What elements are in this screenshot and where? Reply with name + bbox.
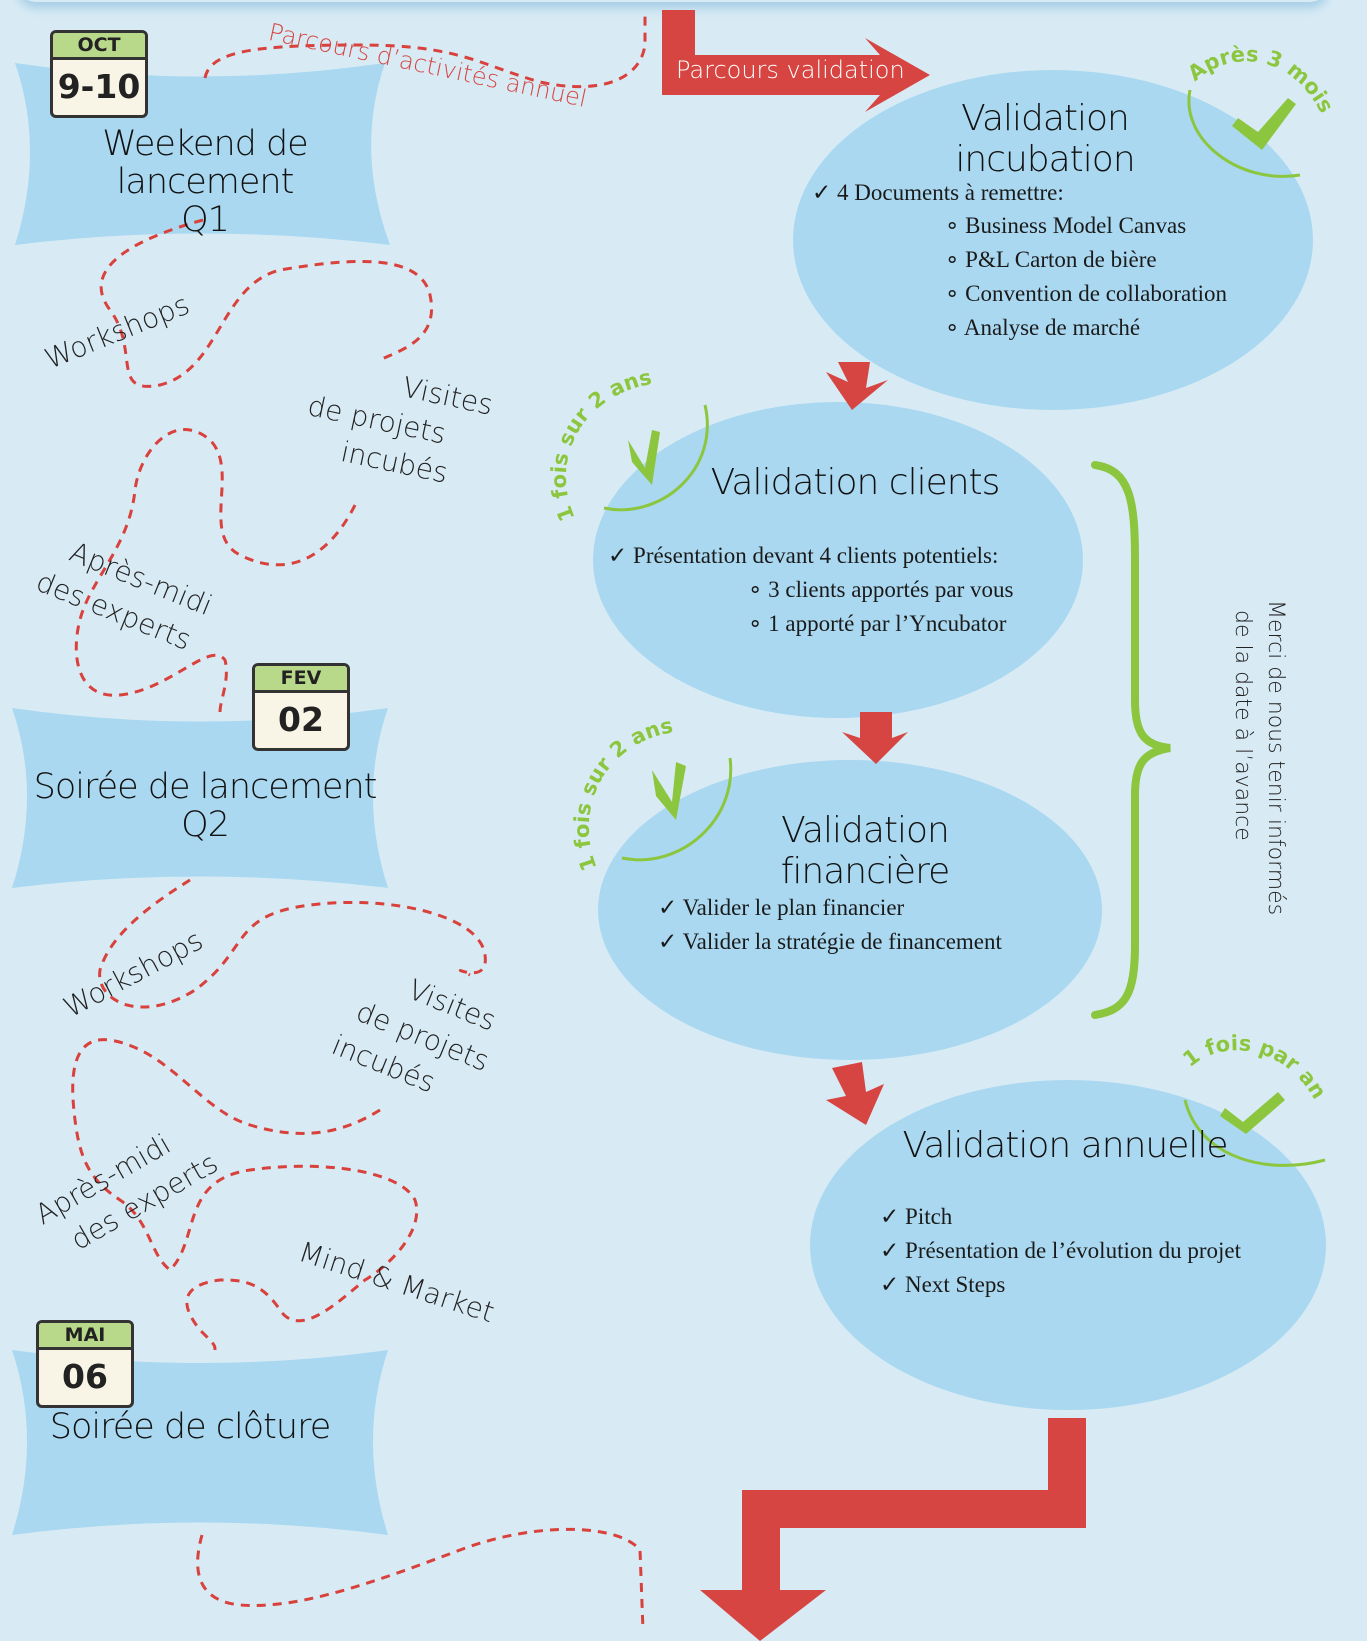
- calendar-day: 9-10: [57, 67, 141, 106]
- event-title-soiree-cloture: Soirée de clôture: [10, 1408, 370, 1446]
- incubation-item: ∘ Convention de collaboration: [945, 281, 1228, 306]
- arc-incubation: [1187, 89, 1301, 178]
- arrow-final: [700, 1418, 1086, 1641]
- annuelle-item: ✓ Next Steps: [880, 1272, 1006, 1297]
- calendar-month: OCT: [53, 33, 145, 60]
- banner-soiree-lancement: [12, 708, 388, 888]
- side-note: Merci de nous tenir informés de la date …: [1230, 600, 1288, 916]
- side-note-line: de la date à l’avance: [1230, 610, 1255, 841]
- incubation-intro: ✓ 4 Documents à remettre:: [812, 180, 1064, 205]
- check-clients: [628, 430, 660, 485]
- oval-clients: [593, 402, 1083, 718]
- path-segment-2: [74, 428, 357, 713]
- check-incubation: [1232, 98, 1296, 150]
- validation-clients-title: Validation clients: [710, 462, 1001, 503]
- clients-item-text: 3 clients apportés par vous: [768, 577, 1014, 602]
- side-note-line: Merci de nous tenir informés: [1263, 600, 1288, 916]
- arc-clients: [603, 404, 709, 512]
- incubation-item-text: Convention de collaboration: [965, 281, 1228, 306]
- clients-item-text: 1 apporté par l’Yncubator: [768, 611, 1007, 636]
- calendar-mai: MAI 06: [36, 1320, 134, 1408]
- incubation-item-text: P&L Carton de bière: [965, 247, 1157, 272]
- validation-path-label: Parcours validation: [676, 56, 905, 84]
- clients-item: ∘ 3 clients apportés par vous: [748, 577, 1014, 602]
- validation-incubation-title: Validation incubation: [955, 98, 1135, 180]
- path-segment-3: [98, 878, 487, 1009]
- annuelle-item: ✓ Pitch: [880, 1204, 953, 1229]
- incubation-item: ∘ P&L Carton de bière: [945, 247, 1157, 272]
- incubation-item-text: Business Model Canvas: [965, 213, 1187, 238]
- incubation-item: ∘ Business Model Canvas: [945, 213, 1187, 238]
- event-title-line2: Q1: [181, 200, 230, 240]
- event-title-line1: Soirée de lancement: [33, 767, 378, 807]
- clients-item: ∘ 1 apporté par l’Yncubator: [748, 611, 1007, 636]
- validation-financiere-title: Validation financière: [780, 810, 950, 892]
- validation-annuelle-title: Validation annuelle: [902, 1125, 1228, 1166]
- calendar-fev: FEV 02: [252, 663, 350, 751]
- incubation-item: ∘ Analyse de marché: [945, 315, 1141, 340]
- event-title-line1: Weekend de lancement: [102, 124, 308, 202]
- arrow-down-3: [826, 1062, 884, 1125]
- incubation-item-text: Analyse de marché: [963, 315, 1141, 340]
- check-financiere: [652, 762, 686, 820]
- green-brace: [1091, 461, 1171, 1019]
- event-title-soiree-lancement: Soirée de lancement Q2: [30, 768, 380, 844]
- calendar-month: FEV: [255, 666, 347, 693]
- top-band: [18, 0, 1328, 2]
- annuelle-item: ✓ Présentation de l’évolution du projet: [880, 1238, 1242, 1263]
- path-bottom: [196, 1527, 645, 1631]
- event-title-weekend: Weekend de lancement Q1: [30, 125, 380, 239]
- calendar-day: 02: [278, 700, 324, 739]
- arc-financiere: [621, 757, 733, 862]
- oval-incubation: [793, 70, 1313, 410]
- financiere-item: ✓ Valider la stratégie de financement: [658, 929, 1002, 954]
- calendar-oct: OCT 9-10: [50, 30, 148, 118]
- arc-annuelle: [1183, 1099, 1326, 1167]
- arrow-parcours-validation: [662, 10, 930, 112]
- clients-intro: ✓ Présentation devant 4 clients potentie…: [608, 543, 999, 568]
- event-title-line2: Q2: [181, 805, 230, 845]
- path-top: [203, 10, 647, 89]
- oval-annuelle: [810, 1080, 1326, 1410]
- calendar-month: MAI: [39, 1323, 131, 1350]
- event-title-line1: Soirée de clôture: [49, 1407, 331, 1447]
- arrow-down-1: [826, 362, 888, 410]
- badge-annuelle: 1 fois par an: [1178, 1031, 1331, 1103]
- financiere-item: ✓ Valider le plan financier: [658, 895, 905, 920]
- oval-financiere: [598, 760, 1102, 1060]
- calendar-day: 06: [62, 1357, 108, 1396]
- path-segment-1: [99, 218, 434, 388]
- arrow-down-2: [842, 712, 908, 764]
- check-annuelle: [1220, 1092, 1285, 1134]
